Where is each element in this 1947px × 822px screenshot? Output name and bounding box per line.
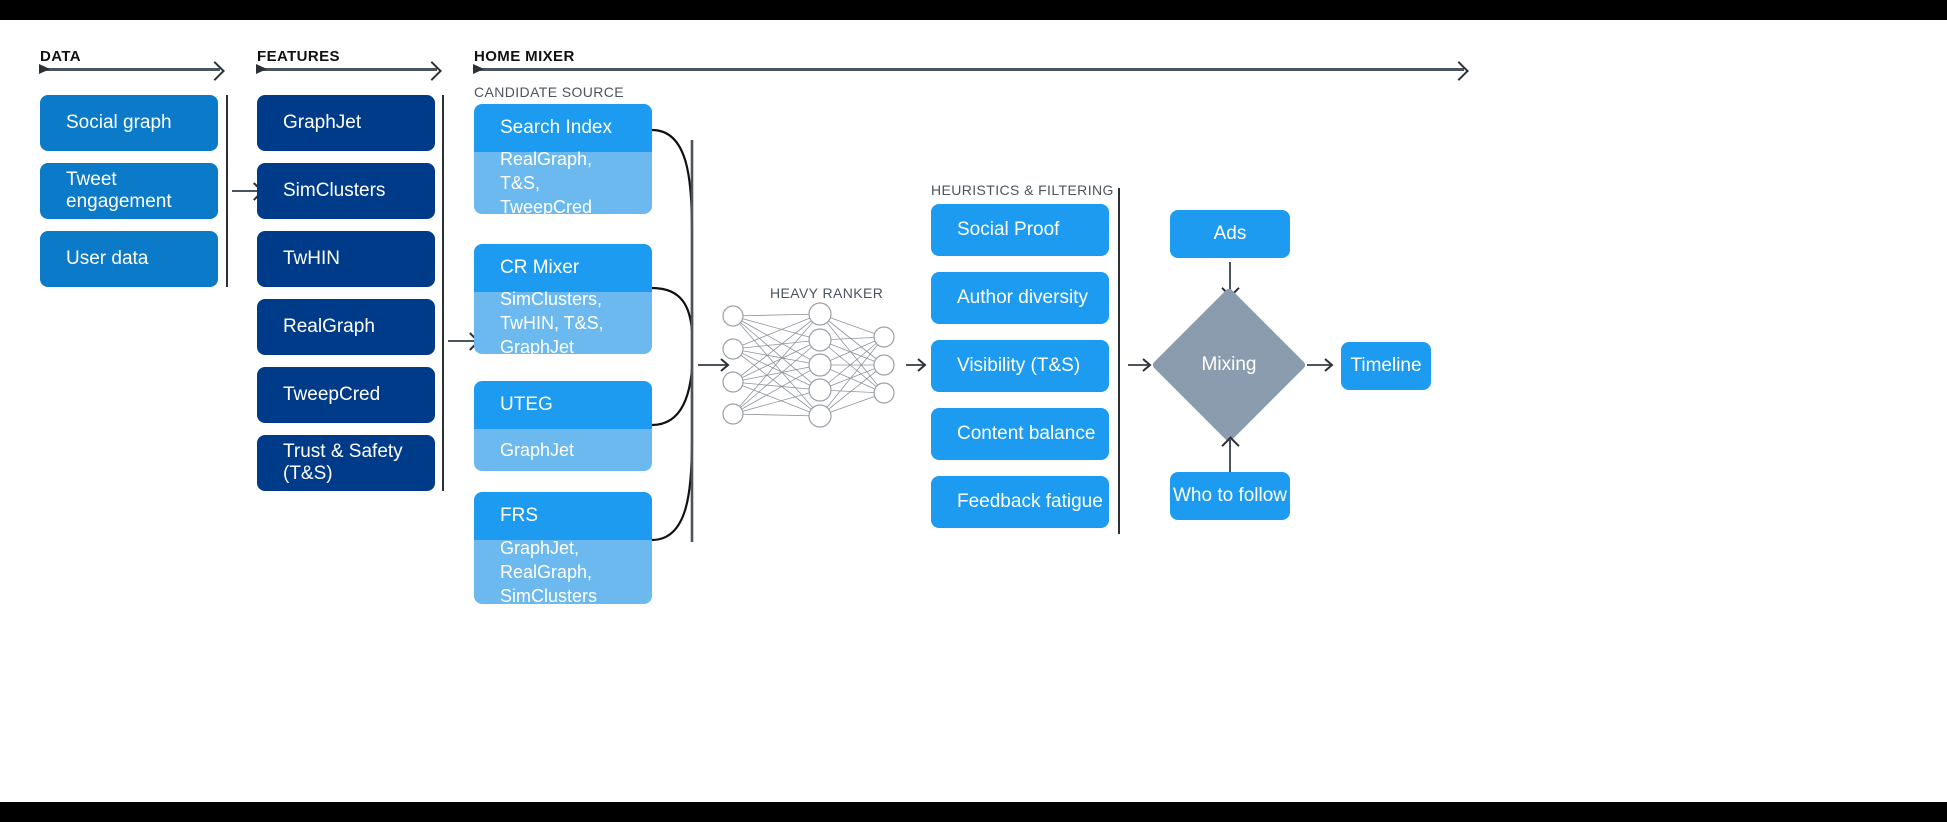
heuristic-box-content-balance[interactable]: Content balance	[931, 408, 1109, 460]
feature-box-trust-safety[interactable]: Trust & Safety (T&S)	[257, 435, 435, 491]
section-title-candidate-source: CANDIDATE SOURCE	[474, 84, 625, 100]
divider-heuristics-mixing	[1118, 188, 1120, 534]
arrow-ranker-to-heuristics	[906, 358, 927, 372]
divider-data-features	[226, 95, 228, 287]
feature-box-label: Trust & Safety (T&S)	[283, 441, 403, 484]
output-box-label: Timeline	[1350, 355, 1422, 376]
output-box-label: Who to follow	[1172, 485, 1288, 506]
candidate-card-features: GraphJet	[474, 429, 652, 471]
diagram-canvas: DATA FEATURES HOME MIXER CANDIDATE SOURC…	[0, 20, 1947, 802]
candidate-card-features-text: GraphJet	[500, 439, 575, 460]
arrow-data-to-features	[232, 190, 260, 192]
heuristic-box-label: Social Proof	[957, 219, 1060, 240]
arrow-features-to-candidates	[448, 340, 476, 342]
arrow-bus-to-ranker	[698, 358, 730, 372]
heuristic-box-label: Feedback fatigue	[957, 491, 1103, 512]
section-title-heuristics: HEURISTICS & FILTERING	[931, 182, 1114, 198]
candidate-card-uteg[interactable]: UTEG GraphJet	[474, 381, 652, 471]
data-box-label: Tweet engagement	[66, 169, 172, 212]
candidate-card-features: GraphJet, RealGraph, SimClusters	[474, 538, 652, 604]
output-box-timeline[interactable]: Timeline	[1341, 342, 1431, 390]
feature-box-graphjet[interactable]: GraphJet	[257, 95, 435, 151]
section-title-heavy-ranker: HEAVY RANKER	[770, 285, 884, 301]
heuristic-box-social-proof[interactable]: Social Proof	[931, 204, 1109, 256]
candidate-card-features: SimClusters, TwHIN, T&S, GraphJet	[474, 289, 652, 354]
mixing-label: Mixing	[1201, 354, 1257, 375]
candidate-card-search-index[interactable]: Search Index RealGraph, T&S, TweepCred	[474, 104, 652, 214]
neural-network-nodes	[722, 302, 895, 428]
data-box-user-data[interactable]: User data	[40, 231, 218, 287]
heuristic-box-label: Author diversity	[957, 287, 1088, 308]
candidate-card-title: UTEG	[474, 381, 652, 429]
axis-arrow-features	[256, 64, 437, 74]
heuristic-box-label: Visibility (T&S)	[957, 355, 1081, 376]
data-box-label: Social graph	[66, 112, 172, 133]
axis-arrow-home-mixer	[473, 64, 1464, 74]
section-title-data: DATA	[40, 48, 82, 65]
output-box-ads[interactable]: Ads	[1170, 210, 1290, 258]
feature-box-realgraph[interactable]: RealGraph	[257, 299, 435, 355]
feature-box-label: GraphJet	[283, 112, 362, 133]
output-box-label: Ads	[1213, 223, 1247, 244]
heuristic-box-visibility[interactable]: Visibility (T&S)	[931, 340, 1109, 392]
candidate-card-frs[interactable]: FRS GraphJet, RealGraph, SimClusters	[474, 492, 652, 604]
feature-box-label: SimClusters	[283, 180, 386, 201]
neural-network	[732, 313, 885, 417]
data-box-tweet-engagement[interactable]: Tweet engagement	[40, 163, 218, 219]
section-title-home-mixer: HOME MIXER	[474, 48, 575, 65]
feature-box-tweepcred[interactable]: TweepCred	[257, 367, 435, 423]
feature-box-twhin[interactable]: TwHIN	[257, 231, 435, 287]
feature-box-label: TweepCred	[283, 384, 381, 405]
feature-box-label: TwHIN	[283, 248, 340, 269]
heuristic-box-feedback-fatigue[interactable]: Feedback fatigue	[931, 476, 1109, 528]
candidate-card-title: FRS	[474, 492, 652, 540]
candidate-card-title: CR Mixer	[474, 244, 652, 292]
axis-arrow-data	[39, 64, 220, 74]
feature-box-label: RealGraph	[283, 316, 375, 337]
data-box-label: User data	[66, 248, 149, 269]
candidate-card-features: RealGraph, T&S, TweepCred	[474, 149, 652, 214]
arrow-who-to-follow-to-mixing	[1229, 440, 1231, 472]
arrow-mixing-to-timeline	[1307, 358, 1334, 372]
arrow-heuristics-to-mixing	[1128, 358, 1152, 372]
feature-box-simclusters[interactable]: SimClusters	[257, 163, 435, 219]
data-box-social-graph[interactable]: Social graph	[40, 95, 218, 151]
heuristic-box-label: Content balance	[957, 423, 1096, 444]
section-title-features: FEATURES	[257, 48, 340, 65]
candidate-card-cr-mixer[interactable]: CR Mixer SimClusters, TwHIN, T&S, GraphJ…	[474, 244, 652, 354]
heuristic-box-author-diversity[interactable]: Author diversity	[931, 272, 1109, 324]
divider-features-mixer	[442, 95, 444, 491]
candidate-merge-curves	[651, 128, 694, 542]
candidate-card-title: Search Index	[474, 104, 652, 152]
output-box-who-to-follow[interactable]: Who to follow	[1170, 472, 1290, 520]
arrow-ads-to-mixing	[1229, 262, 1231, 294]
